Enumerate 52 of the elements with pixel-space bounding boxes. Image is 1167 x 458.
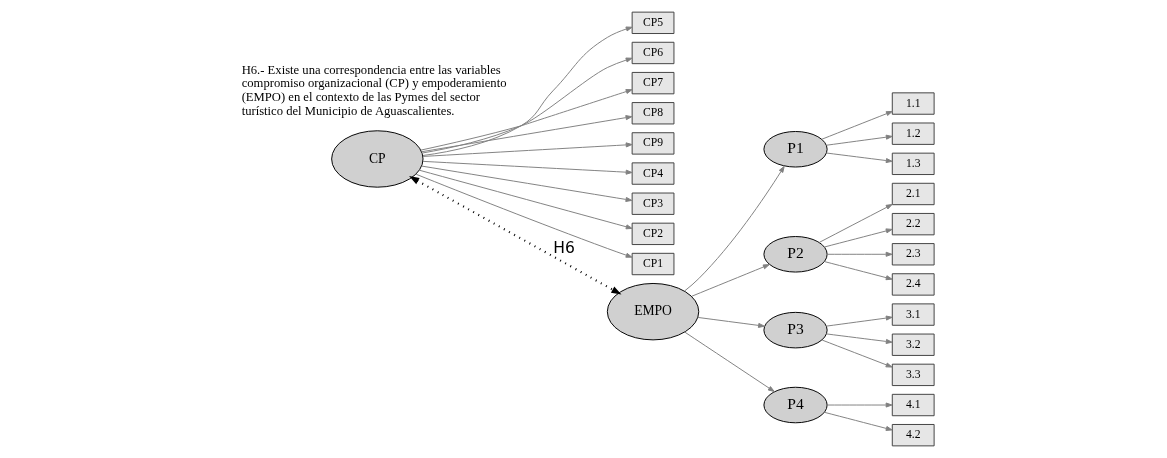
arrow <box>690 264 770 297</box>
arrow <box>826 402 892 408</box>
arrow <box>823 411 893 431</box>
node-box: 1.2 <box>891 122 935 145</box>
arrow <box>415 173 632 258</box>
node-box: CP8 <box>631 102 674 125</box>
label: H6.- Existe una correspondencia entre las variables compromiso organizacional (CP) y empoderamiento (EMPO) en el contexto de las Pymes del sector turístico del Municipio de Aguascalientes. <box>241 62 506 118</box>
node-box: CP2 <box>631 222 674 246</box>
node-box: 2.4 <box>891 273 935 296</box>
arrow <box>825 134 893 146</box>
arrow <box>420 115 632 153</box>
node-box: CP3 <box>631 192 674 215</box>
arrow <box>421 142 632 157</box>
node-box: 2.1 <box>891 182 935 206</box>
node-box: CP9 <box>631 132 674 155</box>
node-box: 1.1 <box>891 92 935 115</box>
node-box: CP4 <box>631 162 674 185</box>
node-ellipse: P3 <box>762 311 828 349</box>
node-box: CP7 <box>631 71 674 95</box>
node-box: 2.2 <box>891 212 935 236</box>
node-box: CP1 <box>631 252 674 276</box>
arrow <box>421 160 632 175</box>
node-box: 1.3 <box>891 152 935 176</box>
arrow <box>826 251 892 257</box>
arrow <box>421 57 632 154</box>
arrow <box>683 331 775 392</box>
arrow <box>825 333 893 344</box>
arrow <box>420 165 632 202</box>
arrow <box>823 228 893 248</box>
arrow <box>825 315 893 327</box>
node-box: 3.3 <box>891 363 935 387</box>
node-ellipse: EMPO <box>606 282 699 341</box>
node-ellipse: P1 <box>762 131 828 168</box>
node-box: 4.2 <box>891 424 935 447</box>
node-box: 3.1 <box>891 303 935 326</box>
arrow <box>697 316 765 328</box>
node-box: CP6 <box>631 41 674 65</box>
arrow <box>418 169 633 230</box>
node-box: 2.3 <box>891 243 935 266</box>
arrow <box>820 110 893 140</box>
arrow <box>408 176 621 295</box>
node-box: CP5 <box>631 11 674 34</box>
node-box: 4.1 <box>891 393 935 417</box>
arrow <box>683 165 785 292</box>
arrow <box>419 89 632 151</box>
arrow <box>821 339 892 368</box>
arrow <box>823 261 893 281</box>
arrow <box>825 152 893 164</box>
node-box: 3.2 <box>891 333 935 356</box>
arrow <box>818 203 893 243</box>
edge-label: H6 <box>552 239 575 258</box>
arrow <box>421 26 633 156</box>
